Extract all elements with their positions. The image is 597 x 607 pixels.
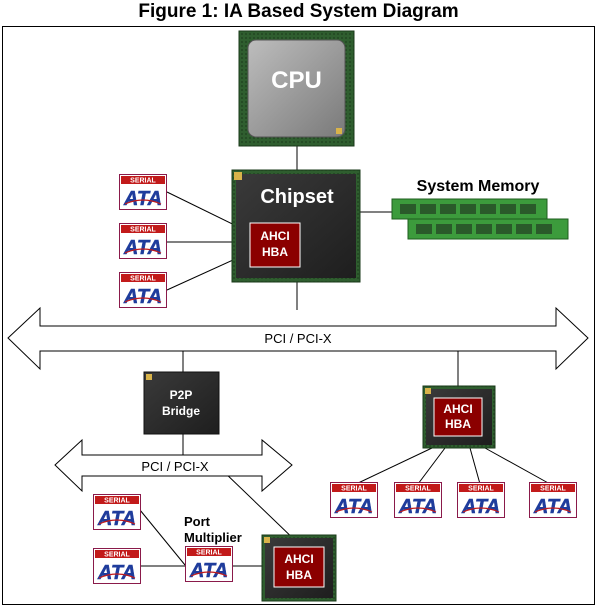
hba-chip-right: AHCI HBA: [422, 385, 496, 449]
figure-title: Figure 1: IA Based System Diagram: [138, 1, 459, 22]
hba-chip-bottom: AHCI HBA: [261, 534, 337, 602]
system-memory: System Memory: [391, 178, 569, 240]
chipset-label: Chipset: [260, 186, 334, 208]
cpu-chip: CPU: [238, 30, 355, 147]
sata-drive-icon: [93, 494, 141, 530]
sata-drive-icon: [93, 548, 141, 584]
hba-right-line1: AHCI: [443, 402, 472, 416]
pci-bus-secondary-arrow: PCI / PCI-X: [54, 438, 293, 493]
diagram-frame: [2, 26, 595, 605]
pci-bus-arrow: PCI / PCI-X: [7, 306, 589, 371]
sata-drive-icon: [457, 482, 505, 518]
pci-bus-label: PCI / PCI-X: [264, 331, 332, 346]
connection-lines: [139, 146, 551, 567]
chipset-hba-line2: HBA: [262, 245, 288, 259]
hba-right-line2: HBA: [445, 417, 471, 431]
port-multiplier-line1: Port: [184, 514, 211, 529]
chipset-chip: Chipset AHCI HBA: [231, 169, 361, 283]
system-memory-label: System Memory: [417, 178, 540, 195]
p2p-bridge-line2: Bridge: [162, 404, 200, 418]
chipset-hba-line1: AHCI: [260, 229, 289, 243]
port-multiplier-sata-icon: [185, 546, 233, 582]
port-multiplier-line2: Multiplier: [184, 530, 242, 545]
sata-drive-icon: [529, 482, 577, 518]
hba-bottom-line1: AHCI: [284, 552, 313, 566]
sata-drive-icon: [119, 272, 167, 308]
cpu-label: CPU: [271, 67, 322, 94]
sata-drive-icon: [119, 223, 167, 259]
hba-bottom-line2: HBA: [286, 568, 312, 582]
pci-bus-secondary-label: PCI / PCI-X: [141, 459, 209, 474]
sata-drive-icon: [330, 482, 378, 518]
p2p-bridge-line1: P2P: [170, 388, 193, 402]
p2p-bridge-chip: P2P Bridge: [143, 371, 220, 435]
sata-drive-icon: [119, 174, 167, 210]
sata-drive-icon: [394, 482, 442, 518]
